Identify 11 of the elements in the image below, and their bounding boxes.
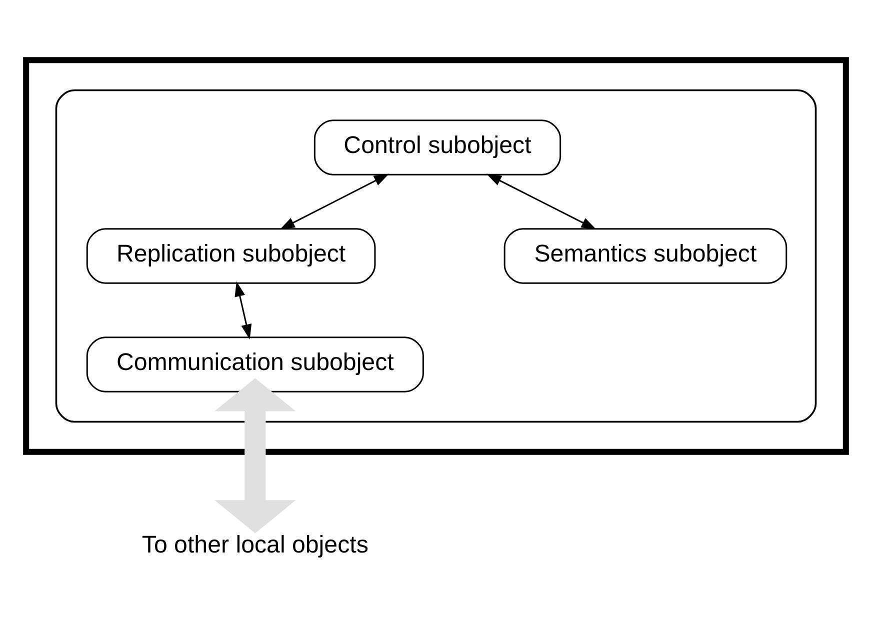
- node-box: Semantics subobject: [504, 228, 788, 284]
- node-box: Replication subobject: [86, 228, 376, 284]
- node-text: To other local objects: [142, 532, 368, 559]
- node-box: Communication subobject: [86, 336, 424, 392]
- arrow: [214, 378, 296, 534]
- node-box: Control subobject: [314, 120, 562, 176]
- arrow: [486, 174, 596, 230]
- arrow: [234, 281, 252, 340]
- cluster: [55, 89, 817, 423]
- arrow: [280, 174, 390, 230]
- cluster: [23, 57, 849, 455]
